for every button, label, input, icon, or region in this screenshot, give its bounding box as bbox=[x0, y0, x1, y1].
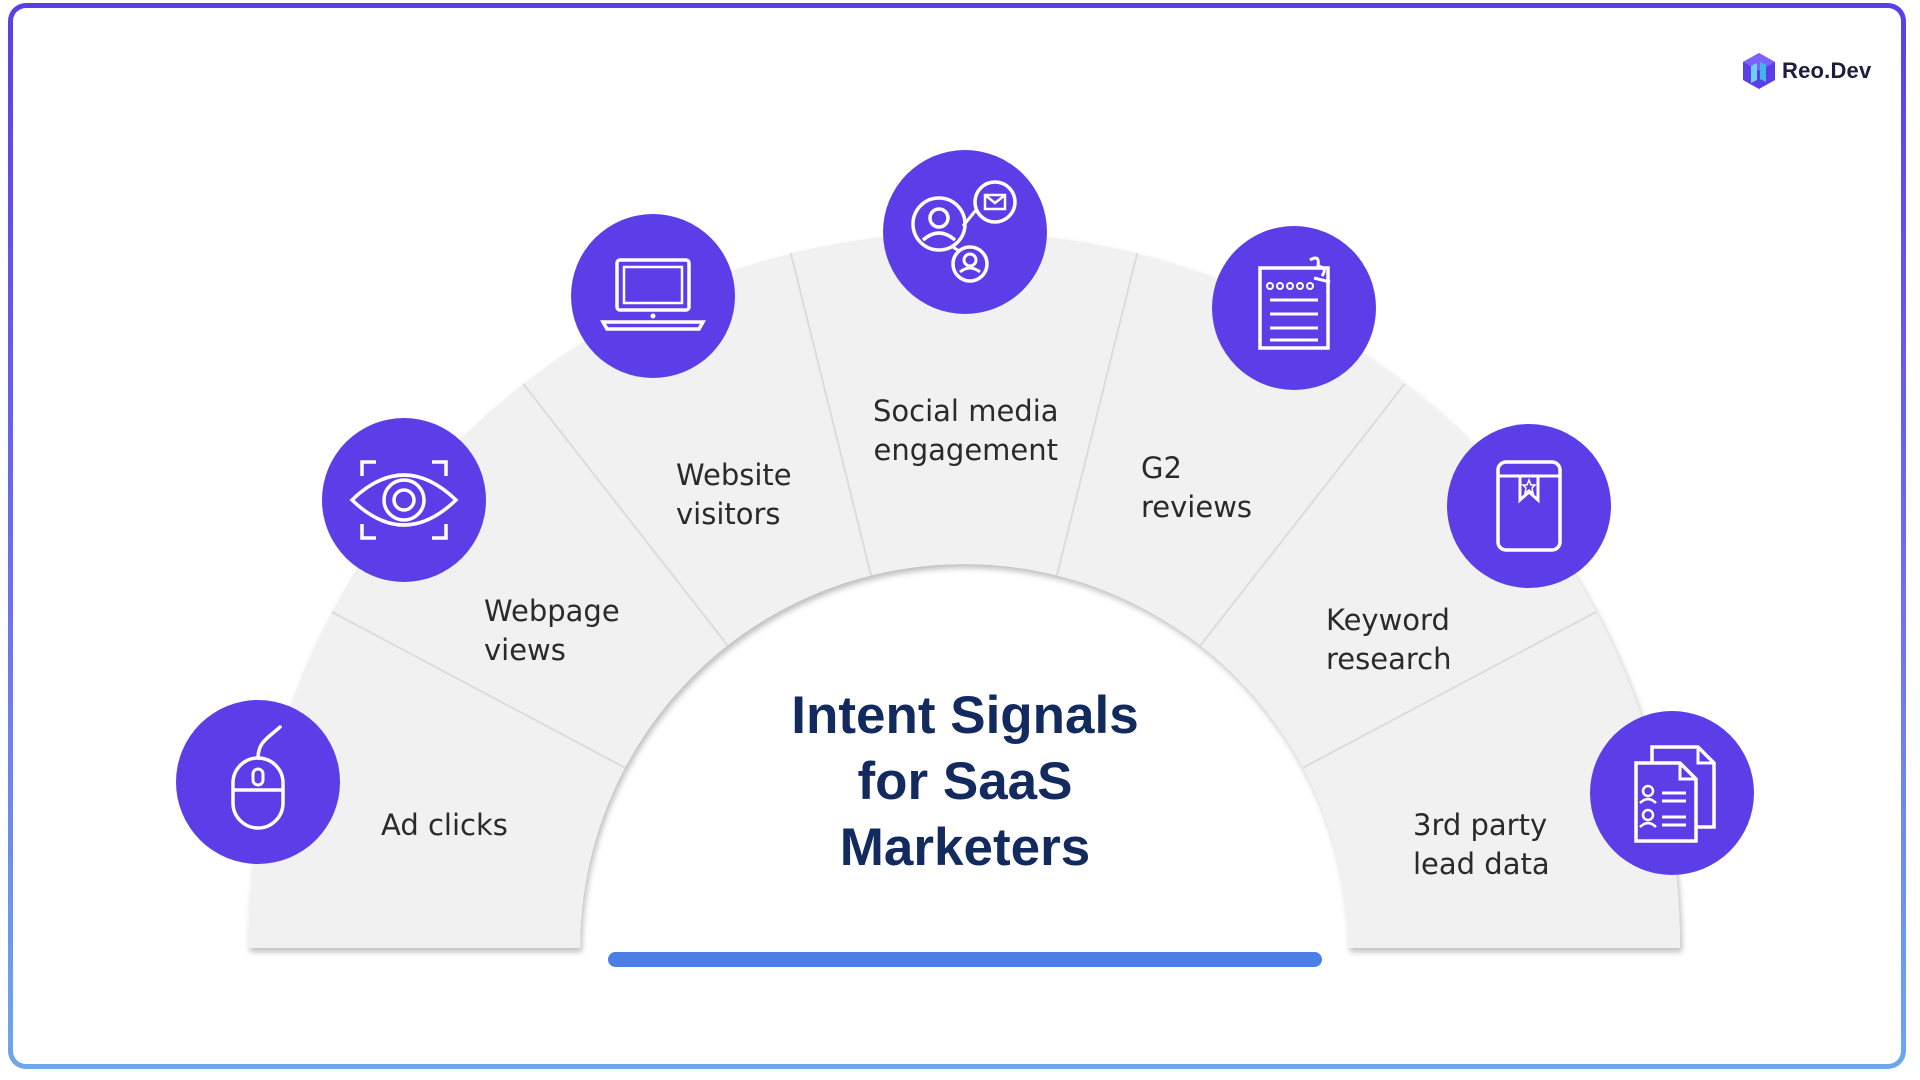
band-divider bbox=[1055, 253, 1139, 576]
label-social-media-engagement: Social media engagement bbox=[873, 394, 1059, 467]
signal-icon-circle bbox=[1212, 226, 1376, 390]
label-g2-reviews: G2 reviews bbox=[1141, 451, 1253, 524]
signal-icon-circle bbox=[1447, 424, 1611, 588]
icon-circle-bg bbox=[1212, 226, 1376, 390]
title-line-2: for SaaS bbox=[857, 752, 1073, 811]
title-line-3: Marketers bbox=[839, 818, 1091, 877]
icon-circle-bg bbox=[571, 214, 735, 378]
signal-icon-circle bbox=[176, 700, 340, 864]
laptop-icon bbox=[599, 258, 707, 331]
band-divider bbox=[331, 610, 626, 769]
icon-circles bbox=[176, 150, 1754, 875]
icon-circle-bg bbox=[322, 418, 486, 582]
diagram-title: Intent Signals for SaaS Marketers bbox=[720, 683, 1210, 881]
band-divider bbox=[1199, 383, 1406, 647]
band-dividers bbox=[331, 253, 1597, 769]
baseline-bar bbox=[608, 952, 1322, 967]
eye-icon bbox=[349, 460, 459, 540]
title-line-1: Intent Signals bbox=[791, 686, 1139, 745]
mouse-icon bbox=[231, 725, 285, 830]
icon-circle-bg bbox=[1447, 424, 1611, 588]
label-3rd-party-lead-data: 3rd party lead data bbox=[1413, 808, 1550, 881]
band-divider bbox=[789, 253, 873, 576]
brand-name: Reo.Dev bbox=[1782, 58, 1872, 83]
signal-icon-circle bbox=[1590, 711, 1754, 875]
contact-documents-icon bbox=[1634, 745, 1716, 843]
label-webpage-views: Webpage views bbox=[484, 594, 620, 667]
signal-icon-circle bbox=[322, 418, 486, 582]
social-network-icon bbox=[911, 180, 1017, 283]
review-document-icon bbox=[1258, 256, 1331, 350]
signal-icon-circle bbox=[883, 150, 1047, 314]
brand-logo: Reo.Dev bbox=[1742, 51, 1871, 91]
label-ad-clicks: Ad clicks bbox=[381, 808, 508, 842]
bookmark-book-icon bbox=[1496, 460, 1562, 552]
icon-circle-bg bbox=[176, 700, 340, 864]
label-website-visitors: Website visitors bbox=[676, 458, 792, 531]
signal-icon-circle bbox=[571, 214, 735, 378]
band-divider bbox=[522, 383, 729, 647]
band-divider bbox=[1302, 610, 1597, 769]
hexagon-logo-icon bbox=[1743, 53, 1775, 89]
signal-band bbox=[248, 232, 1680, 949]
label-keyword-research: Keyword research bbox=[1326, 603, 1452, 676]
